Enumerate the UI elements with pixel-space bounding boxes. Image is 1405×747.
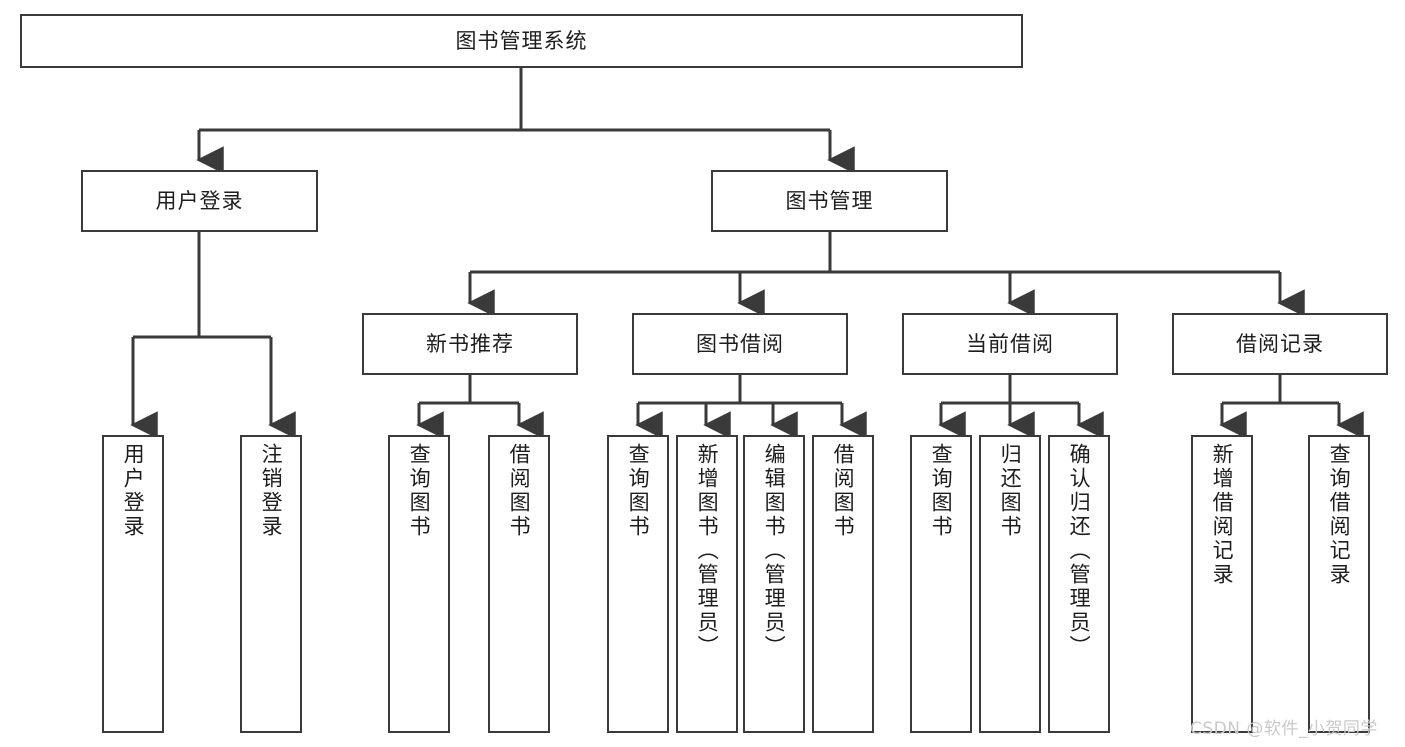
node-book-borrow[interactable]: 图书借阅	[632, 313, 848, 375]
node-label: 借阅图书	[507, 443, 532, 539]
node-label: 新书推荐	[426, 331, 514, 356]
leaf-new-book-query[interactable]: 查询图书	[388, 435, 450, 733]
leaf-current-borrow-confirm[interactable]: 确认归还（管理员）	[1048, 435, 1110, 733]
node-label: 新增图书（管理员）	[695, 443, 720, 659]
node-label: 图书借阅	[696, 331, 784, 356]
node-label: 借阅图书	[831, 443, 856, 539]
node-label: 用户登录	[121, 443, 146, 539]
node-root-system[interactable]: 图书管理系统	[20, 14, 1023, 68]
node-label: 查询图书	[626, 443, 651, 539]
node-borrow-record[interactable]: 借阅记录	[1172, 313, 1388, 375]
node-label: 确认归还（管理员）	[1067, 443, 1092, 659]
node-label: 查询图书	[929, 443, 954, 539]
leaf-book-borrow-borrow[interactable]: 借阅图书	[812, 435, 874, 733]
leaf-book-borrow-edit[interactable]: 编辑图书（管理员）	[743, 435, 805, 733]
leaf-book-borrow-query[interactable]: 查询图书	[607, 435, 669, 733]
leaf-new-book-borrow[interactable]: 借阅图书	[488, 435, 550, 733]
node-label: 编辑图书（管理员）	[762, 443, 787, 659]
node-label: 注销登录	[259, 443, 284, 539]
node-label: 归还图书	[998, 443, 1023, 539]
leaf-current-borrow-query[interactable]: 查询图书	[910, 435, 972, 733]
node-new-book-recommend[interactable]: 新书推荐	[362, 313, 578, 375]
node-label: 图书管理系统	[455, 28, 588, 53]
node-label: 查询借阅记录	[1327, 443, 1352, 587]
node-label: 当前借阅	[966, 331, 1054, 356]
node-label: 用户登录	[155, 188, 244, 213]
node-user-login[interactable]: 用户登录	[81, 170, 318, 232]
leaf-current-borrow-return[interactable]: 归还图书	[979, 435, 1041, 733]
node-label: 借阅记录	[1236, 331, 1324, 356]
leaf-user-login-logout[interactable]: 注销登录	[240, 435, 302, 733]
node-label: 查询图书	[407, 443, 432, 539]
csdn-watermark: CSDN @软件_小贺同学	[1190, 719, 1378, 739]
node-current-borrow[interactable]: 当前借阅	[902, 313, 1118, 375]
node-label: 图书管理	[785, 188, 874, 213]
leaf-user-login-login[interactable]: 用户登录	[102, 435, 164, 733]
node-book-management[interactable]: 图书管理	[711, 170, 948, 232]
node-label: 新增借阅记录	[1210, 443, 1235, 587]
leaf-borrow-record-query[interactable]: 查询借阅记录	[1308, 435, 1370, 733]
leaf-borrow-record-add[interactable]: 新增借阅记录	[1191, 435, 1253, 733]
leaf-book-borrow-add[interactable]: 新增图书（管理员）	[676, 435, 738, 733]
